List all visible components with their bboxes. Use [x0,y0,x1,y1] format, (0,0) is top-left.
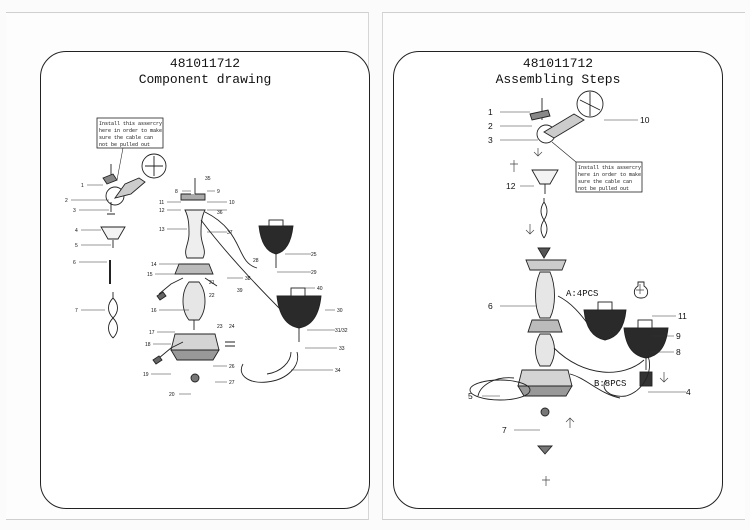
part-label: 22 [209,293,215,299]
part-label: 36 [217,210,223,216]
part-label: 14 [151,262,157,268]
part-label: 34 [335,368,341,374]
left-product-code: 481011712 [169,56,241,71]
part-label: 18 [145,342,151,348]
annotation-b: B:8PCS [594,379,626,389]
assembling-steps-panel: 481011712 Assembling Steps Install this … [393,51,723,509]
hook-parts [102,153,167,215]
part-label: 10 [640,115,650,125]
leader-lines [482,111,686,431]
part-label: 29 [311,270,317,276]
arms-and-shades [200,211,322,383]
part-label: 12 [159,208,165,214]
part-label: 35 [205,176,211,182]
part-label: 9 [676,331,681,341]
note-line-1: Install this assercry [578,165,641,171]
part-label: 30 [337,308,343,314]
part-label: 2 [65,198,68,204]
part-label: 10 [229,200,235,206]
right-product-code: 481011712 [522,56,594,71]
part-label: 38 [245,276,251,282]
note-line-3: sure the cable can [578,179,632,185]
part-label: 26 [229,364,235,370]
part-label: 37 [227,230,233,236]
install-note: Install this assercry here in order to m… [96,117,164,181]
part-label: 7 [75,308,78,314]
part-label: 21 [209,280,215,286]
part-label: 17 [149,330,155,336]
hook-assembly [529,90,604,259]
shades-and-bulb [583,281,669,397]
part-label: 2 [488,121,493,131]
annotation-a: A:4PCS [566,289,598,299]
part-label: 19 [143,372,149,378]
part-label: 3 [488,135,493,145]
right-panel-title: Assembling Steps [495,72,621,87]
part-label: 15 [147,272,153,278]
component-drawing-panel: 481011712 Component drawing Install this… [40,51,370,509]
part-label: 1 [488,107,493,117]
part-label: 28 [253,258,259,264]
note-line-4: not be pulled out [578,186,629,192]
note-line-4: not be pulled out [99,142,150,148]
central-stem [152,178,235,383]
part-label: 11 [159,200,164,206]
part-label: 8 [676,347,681,357]
finial-part [537,445,553,455]
part-label: 33 [339,346,345,352]
part-label: 6 [488,301,493,311]
part-label: 23 [217,324,223,330]
part-label: 25 [311,252,317,258]
part-label: 11 [678,311,687,321]
assembly-drawing: Install this assercry here in order to m… [468,90,691,486]
part-label: 16 [151,308,157,314]
note-line-2: here in order to make [99,128,162,134]
part-label: 3 [73,208,76,214]
part-label: 31/32 [335,328,348,334]
note-line-2: here in order to make [578,172,641,178]
part-label: 12 [506,181,516,191]
leader-lines [71,184,337,395]
part-label: 40 [317,286,323,292]
part-labels: 1 2 3 4 5 6 7 8 9 10 11 12 13 14 15 16 1… [65,176,348,398]
component-drawing: Install this assercry here in order to m… [65,117,348,398]
part-label: 27 [229,380,235,386]
part-label: 24 [229,324,235,330]
assembly-arrows [510,148,669,486]
part-label: 4 [686,387,691,397]
canopy-part [100,226,126,339]
left-sheet: 481011712 Component drawing Install this… [6,12,370,520]
part-label: 13 [159,227,165,233]
part-label: 8 [175,189,178,195]
right-sheet: 481011712 Assembling Steps Install this … [382,12,745,520]
install-note: Install this assercry here in order to m… [551,141,643,193]
part-label: 9 [217,189,220,195]
part-label: 20 [169,392,175,398]
left-panel-title: Component drawing [138,72,272,87]
part-label: 1 [81,183,84,189]
chandelier-body [469,259,645,417]
note-line-1: Install this assercry [99,121,162,127]
step-labels: 1 2 3 4 5 6 7 8 9 10 11 12 A:4PCS B:8PCS [468,107,691,435]
part-label: 6 [73,260,76,266]
note-line-3: sure the cable can [99,135,153,141]
part-label: 4 [75,228,78,234]
part-label: 5 [468,391,473,401]
part-label: 39 [237,288,243,294]
part-label: 5 [75,243,78,249]
part-label: 7 [502,425,507,435]
